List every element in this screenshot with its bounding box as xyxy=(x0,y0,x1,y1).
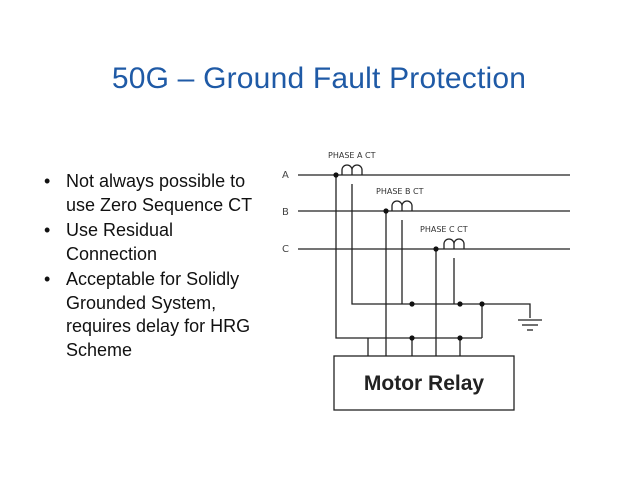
bullet-line: Not always possible to xyxy=(66,171,246,191)
bullet-line: Use Residual xyxy=(66,220,174,240)
bullet-dot: • xyxy=(44,220,51,240)
junction-dot xyxy=(409,301,415,307)
motor-relay-label: Motor Relay xyxy=(364,372,485,395)
junction-dot xyxy=(457,335,463,341)
bullet-line: Connection xyxy=(66,243,158,264)
bullet-dot: • xyxy=(44,269,51,289)
junction-dot xyxy=(333,172,339,178)
junction-dot xyxy=(383,208,389,214)
bullet-line: Scheme xyxy=(66,339,133,360)
junction-dot xyxy=(433,246,439,252)
motor-relay-box xyxy=(333,355,515,411)
bullet-line: requires delay for HRG xyxy=(66,316,251,336)
phase-a-ct-coil xyxy=(341,164,363,175)
bullet-line: use Zero Sequence CT xyxy=(66,194,253,215)
bullet-item: • Acceptable for Solidly Grounded System… xyxy=(44,268,284,362)
phase-b-ct-coil xyxy=(391,200,413,211)
phase-label-a: A xyxy=(282,170,289,181)
junction-dot xyxy=(409,335,415,341)
ct-label-a: PHASE A CT xyxy=(328,151,376,160)
ct-label-c: PHASE C CT xyxy=(420,225,468,234)
bullet-line: Acceptable for Solidly xyxy=(66,269,240,289)
phase-a-ct-lead xyxy=(335,175,412,339)
bullet-item: • Not always possible to use Zero Sequen… xyxy=(44,170,284,217)
bullet-list: • Not always possible to use Zero Sequen… xyxy=(44,170,284,364)
phase-c-ct-coil xyxy=(443,238,465,249)
bullet-item: • Use Residual Connection xyxy=(44,219,284,266)
slide-title: 50G – Ground Fault Protection xyxy=(111,62,527,95)
bullet-dot: • xyxy=(44,171,51,191)
phase-label-c: C xyxy=(282,244,289,255)
junction-dot xyxy=(457,301,463,307)
phase-a-ct-return xyxy=(351,184,482,305)
ground-lead xyxy=(482,303,531,318)
junction-dot xyxy=(479,301,485,307)
residual-connection-diagram: A B C PHASE A CT PHASE B CT PHASE C CT M… xyxy=(282,151,570,411)
phase-label-b: B xyxy=(282,207,289,218)
ct-label-b: PHASE B CT xyxy=(376,187,424,196)
bullet-line: Grounded System, xyxy=(66,292,217,313)
ground-icon xyxy=(518,319,542,331)
